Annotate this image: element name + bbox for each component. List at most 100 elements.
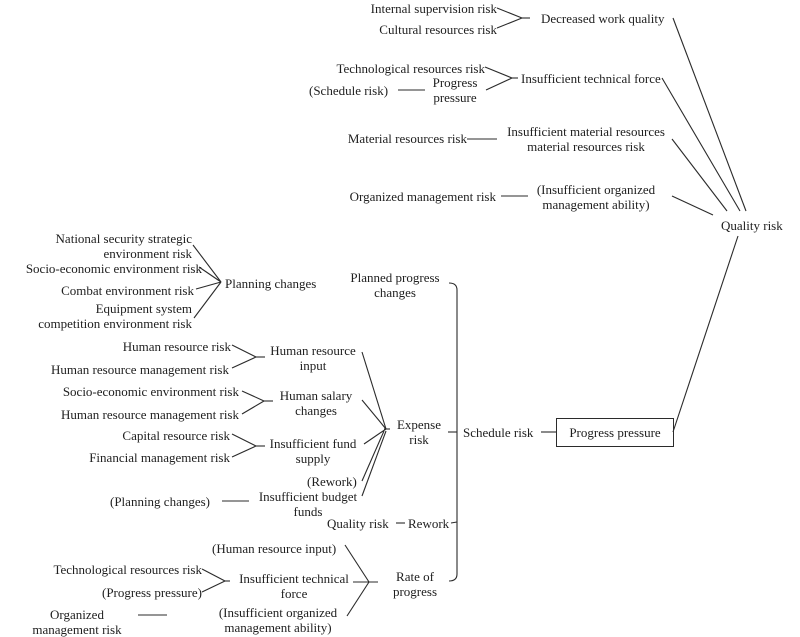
equipment-line1: Equipment system — [95, 301, 192, 316]
budget-line1: Insufficient budget — [258, 489, 358, 504]
bracket — [448, 282, 458, 582]
insufficient-material-resources: Insufficient material resources material… — [497, 124, 675, 154]
salary-line1: Human salary — [279, 388, 353, 403]
insufficient-organized-management-ref: (Insufficient organized management abili… — [208, 605, 348, 635]
fund-line2: supply — [295, 451, 331, 466]
connector — [344, 544, 370, 583]
insufficient-material-line1: Insufficient material resources — [507, 124, 665, 139]
technological-resources-risk: Technological resources risk — [336, 61, 485, 76]
connector — [201, 580, 226, 593]
insufficient-material-line2: material resources risk — [527, 139, 645, 154]
rework-ref: (Rework) — [307, 474, 357, 489]
connector — [346, 581, 370, 617]
progress-pressure-ref: (Progress pressure) — [101, 585, 202, 600]
national-security-line2: environment risk — [103, 246, 192, 261]
equipment-system-competition-risk: Equipment system competition environment… — [38, 301, 192, 331]
insufficient-fund-supply-node: Insufficient fund supply — [263, 436, 363, 466]
connector — [671, 138, 728, 212]
connector — [450, 521, 458, 524]
planning-changes-node: Planning changes — [225, 276, 317, 291]
planning-changes-ref: (Planning changes) — [110, 494, 211, 509]
connector — [671, 195, 714, 216]
insufficient-technical-force-node: Insufficient technical force — [230, 571, 358, 601]
connector — [231, 445, 257, 458]
progress-pressure-box: Progress pressure — [556, 418, 674, 447]
rate-line1: Rate of — [396, 569, 434, 584]
connector — [485, 77, 513, 91]
org-mgmt-line2: management risk — [32, 622, 122, 637]
rework-node: Rework — [408, 516, 450, 531]
connector — [496, 7, 523, 19]
salary-line2: changes — [295, 403, 337, 418]
material-resources-risk: Material resources risk — [347, 131, 467, 146]
hr-input-line2: input — [299, 358, 327, 373]
connector — [231, 433, 257, 447]
connector — [363, 428, 387, 445]
tech-force-line2: force — [280, 586, 308, 601]
organized-management-risk: Organized management risk — [349, 189, 496, 204]
internal-supervision-risk: Internal supervision risk — [370, 1, 497, 16]
schedule-risk-ref: (Schedule risk) — [309, 83, 389, 98]
connector — [672, 235, 739, 433]
org-mgmt-line1: Organized — [50, 607, 104, 622]
connector — [361, 399, 387, 430]
insufficient-organized-management: (Insufficient organized management abili… — [526, 182, 666, 212]
connector — [496, 17, 523, 29]
connector — [193, 281, 222, 319]
organized-management-risk-2: Organized management risk — [20, 607, 134, 637]
human-resource-management-risk-2: Human resource management risk — [61, 407, 239, 422]
progress-pressure-line1: Progress — [432, 75, 478, 90]
connector — [231, 344, 257, 358]
connector — [195, 281, 222, 290]
insufficient-org-line2: management ability) — [542, 197, 650, 212]
technological-resources-risk-2: Technological resources risk — [53, 562, 202, 577]
quality-risk-ref: Quality risk — [327, 516, 389, 531]
financial-management-risk: Financial management risk — [89, 450, 230, 465]
human-salary-changes-node: Human salary changes — [272, 388, 360, 418]
connector — [361, 430, 387, 497]
connector — [201, 568, 226, 582]
tech-force-line1: Insufficient technical — [239, 571, 349, 586]
combat-environment-risk: Combat environment risk — [61, 283, 194, 298]
connector — [241, 390, 265, 402]
rate-of-progress-node: Rate of progress — [381, 569, 449, 599]
connector — [484, 66, 513, 79]
insufficient-org-line1: (Insufficient organized — [536, 182, 656, 197]
national-security-line1: National security strategic — [55, 231, 192, 246]
connector — [192, 244, 222, 283]
national-security-risk: National security strategic environment … — [56, 231, 192, 261]
capital-resource-risk: Capital resource risk — [122, 428, 230, 443]
connector — [661, 77, 741, 212]
planned-progress-line2: changes — [374, 285, 416, 300]
expense-line2: risk — [409, 432, 429, 447]
progress-pressure-line2: pressure — [433, 90, 477, 105]
expense-line1: Expense — [396, 417, 442, 432]
progress-pressure-node: Progress pressure — [424, 75, 486, 105]
insufficient-budget-funds-node: Insufficient budget funds — [252, 489, 364, 519]
insufficient-technical-force: Insufficient technical force — [521, 71, 661, 86]
equipment-line2: competition environment risk — [38, 316, 192, 331]
fund-line1: Insufficient fund — [269, 436, 357, 451]
connector — [198, 266, 222, 283]
human-resource-input-node: Human resource input — [264, 343, 362, 373]
budget-line2: funds — [293, 504, 323, 519]
rate-line2: progress — [392, 584, 438, 599]
human-resource-risk: Human resource risk — [122, 339, 231, 354]
decreased-work-quality: Decreased work quality — [541, 11, 665, 26]
human-resource-management-risk-1: Human resource management risk — [51, 362, 229, 377]
socio-economic-environment-risk-2: Socio-economic environment risk — [62, 384, 239, 399]
connector — [672, 17, 747, 212]
connector — [231, 356, 257, 369]
human-resource-input-ref: (Human resource input) — [212, 541, 337, 556]
schedule-risk-node: Schedule risk — [463, 425, 534, 440]
cultural-resources-risk: Cultural resources risk — [379, 22, 497, 37]
planned-progress-line1: Planned progress — [350, 270, 440, 285]
hr-input-line1: Human resource — [270, 343, 356, 358]
planned-progress-changes-node: Planned progress changes — [340, 270, 450, 300]
socio-economic-environment-risk: Socio-economic environment risk — [25, 261, 202, 276]
connector — [361, 351, 387, 430]
connector — [361, 430, 385, 482]
quality-risk-node: Quality risk — [721, 218, 783, 233]
